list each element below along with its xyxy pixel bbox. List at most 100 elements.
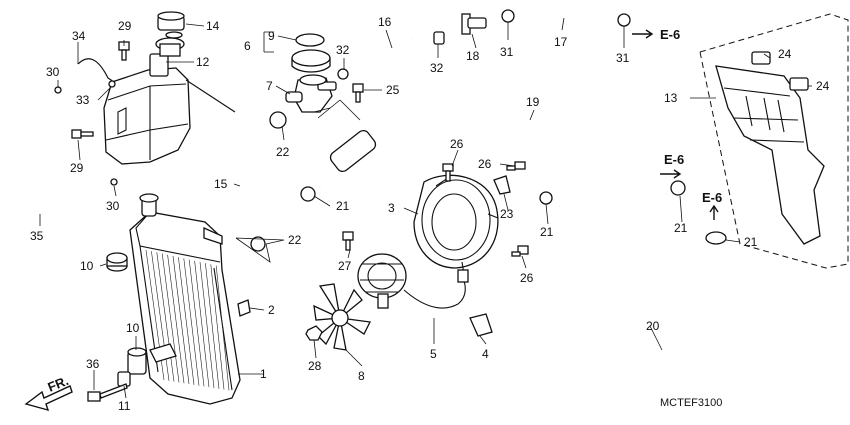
fan-shroud	[413, 174, 499, 275]
clip-33	[108, 80, 116, 88]
reserve-tank	[103, 37, 191, 165]
arrow-e6-top	[632, 29, 654, 39]
radiator-fin	[215, 265, 230, 391]
callout-1: 1	[260, 367, 267, 381]
callout-29-lower: 29	[70, 161, 84, 175]
cover-outline	[699, 13, 849, 269]
filler-neck-7	[285, 74, 337, 113]
nut-28	[305, 325, 323, 341]
callout-15: 15	[214, 177, 228, 191]
grommet-10-upper	[106, 252, 128, 272]
leader-lines	[39, 17, 812, 399]
callout-21-a: 21	[336, 199, 350, 213]
overflow-hose-34	[77, 58, 115, 83]
callout-19: 19	[526, 95, 540, 109]
callout-27: 27	[338, 259, 352, 273]
clamp-22-upper	[269, 111, 287, 129]
front-direction-arrow	[24, 385, 73, 412]
radiator-cap-6	[291, 49, 331, 73]
clip-4	[469, 313, 493, 337]
ref-e6-low: E-6	[702, 190, 722, 205]
callout-21-c: 21	[674, 221, 688, 235]
callout-11: 11	[118, 399, 131, 413]
callout-labels: 1 2 3 4 5 6 7 8 9 10 10 11 12 13 14 15 1…	[30, 15, 830, 413]
bolt-36	[87, 383, 128, 402]
radiator-cover	[715, 65, 825, 245]
callout-30-upper: 30	[46, 65, 60, 79]
callout-8: 8	[358, 369, 365, 383]
cooling-fan	[313, 283, 371, 351]
callout-28: 28	[308, 359, 322, 373]
clamp-21-d	[705, 231, 727, 245]
bolt-27	[342, 231, 354, 251]
ref-e6-mid: E-6	[664, 152, 684, 167]
callout-22-upper: 22	[276, 145, 290, 159]
callout-23: 23	[500, 207, 514, 221]
radiator	[129, 193, 241, 405]
fan-motor	[357, 253, 407, 309]
radiator-fin	[188, 259, 205, 387]
callout-10-upper: 10	[80, 259, 94, 273]
siphon-hose	[185, 79, 236, 113]
radiator-fin	[194, 260, 210, 388]
clamp-21-a	[300, 186, 316, 202]
radiator-fin	[161, 253, 180, 383]
clamp-32-right	[433, 31, 445, 45]
diagram-code: MCTEF3100	[660, 397, 722, 409]
front-label: FR.	[46, 373, 71, 395]
callout-16: 16	[378, 15, 392, 29]
callout-24-upper: 24	[778, 47, 792, 61]
clamp-31-left	[501, 9, 515, 23]
clamp-31-right	[617, 13, 631, 27]
bolt-26-b	[506, 161, 526, 171]
callout-5: 5	[430, 347, 437, 361]
bolt-25	[352, 83, 364, 103]
clamp-32-left	[337, 68, 349, 80]
radiator-fin	[172, 255, 190, 385]
callout-10-lower: 10	[126, 321, 140, 335]
callout-18: 18	[466, 49, 480, 63]
clamp-21-c	[670, 180, 686, 196]
radiator-fin	[205, 263, 220, 389]
callout-31-left: 31	[500, 45, 514, 59]
callout-17: 17	[554, 35, 568, 49]
joint-18	[461, 13, 487, 35]
callout-9: 9	[268, 29, 275, 43]
motor-connector	[457, 269, 469, 283]
callout-29-upper: 29	[118, 19, 132, 33]
collar-11	[117, 371, 131, 387]
callout-31-right: 31	[616, 51, 630, 65]
clamp-22-lower	[250, 236, 266, 252]
callout-33: 33	[76, 93, 90, 107]
callout-12: 12	[196, 55, 210, 69]
clip-2	[237, 299, 251, 317]
callout-36: 36	[86, 357, 100, 371]
callout-6: 6	[244, 39, 251, 53]
tank-cap	[157, 11, 185, 39]
callout-2: 2	[268, 303, 275, 317]
callout-32-right: 32	[430, 61, 444, 75]
radiator-fin	[156, 252, 175, 382]
radiator-fin	[210, 264, 225, 390]
arrow-e6-low	[709, 204, 719, 220]
callout-32-left: 32	[336, 43, 350, 57]
callout-26-c: 26	[520, 271, 534, 285]
clamp-21-b	[539, 191, 553, 205]
clip-30-lower	[110, 178, 118, 186]
callout-26-a: 26	[450, 137, 464, 151]
callout-30-lower: 30	[106, 199, 120, 213]
callout-4: 4	[482, 347, 489, 361]
bolt-26-a	[442, 163, 454, 182]
radiator-cap-9	[295, 33, 325, 47]
radiator-fin	[183, 258, 200, 386]
hose-sleeve	[329, 129, 377, 173]
callout-34: 34	[72, 29, 86, 43]
overflow-hose-35	[20, 91, 53, 215]
radiator-fin	[178, 257, 195, 385]
cushion-24-upper	[751, 51, 771, 65]
callout-22-lower: 22	[288, 233, 302, 247]
callout-35: 35	[30, 229, 44, 243]
cushion-24-lower	[789, 77, 809, 91]
bolt-29-lower	[71, 129, 94, 139]
